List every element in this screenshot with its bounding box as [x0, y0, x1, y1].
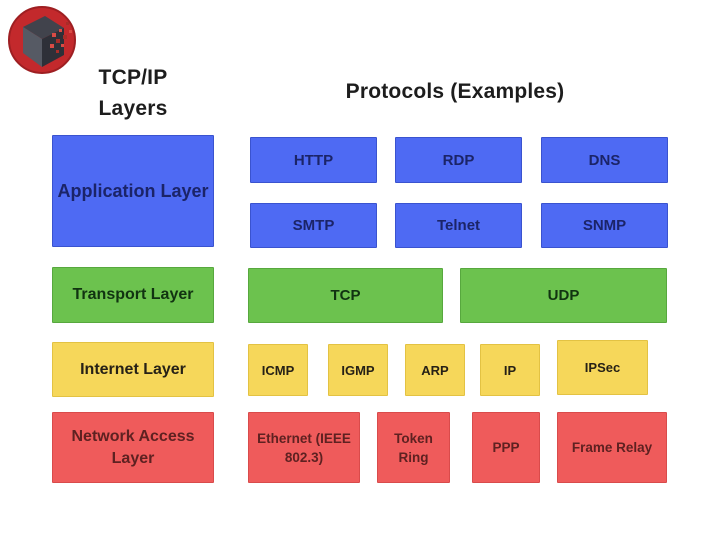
protocol-box-igmp: IGMP: [328, 344, 388, 396]
protocol-box-udp: UDP: [460, 268, 667, 323]
protocol-box-ppp: PPP: [472, 412, 540, 483]
layer-box-application: Application Layer: [52, 135, 214, 247]
protocol-box-snmp: SNMP: [541, 203, 668, 248]
protocol-box-rdp: RDP: [395, 137, 522, 183]
protocol-box-ipsec: IPSec: [557, 340, 648, 395]
protocol-box-icmp: ICMP: [248, 344, 308, 396]
protocol-box-arp: ARP: [405, 344, 465, 396]
left-title-line1: TCP/IP: [98, 66, 168, 89]
protocol-box-tcp: TCP: [248, 268, 443, 323]
protocol-box-smtp: SMTP: [250, 203, 377, 248]
protocol-box-dns: DNS: [541, 137, 668, 183]
protocol-box-token-ring: Token Ring: [377, 412, 450, 483]
protocol-box-frame-relay: Frame Relay: [557, 412, 667, 483]
right-column-title: Protocols (Examples): [345, 80, 565, 103]
protocol-box-telnet: Telnet: [395, 203, 522, 248]
left-column-title: TCP/IP Layers: [52, 62, 214, 124]
cube-logo-icon: [8, 6, 76, 74]
left-title-line2: Layers: [98, 97, 168, 120]
protocol-box-ethernet: Ethernet (IEEE 802.3): [248, 412, 360, 483]
layer-box-network-access: Network Access Layer: [52, 412, 214, 483]
protocol-box-http: HTTP: [250, 137, 377, 183]
layer-box-internet: Internet Layer: [52, 342, 214, 397]
layer-box-transport: Transport Layer: [52, 267, 214, 323]
protocol-box-ip: IP: [480, 344, 540, 396]
